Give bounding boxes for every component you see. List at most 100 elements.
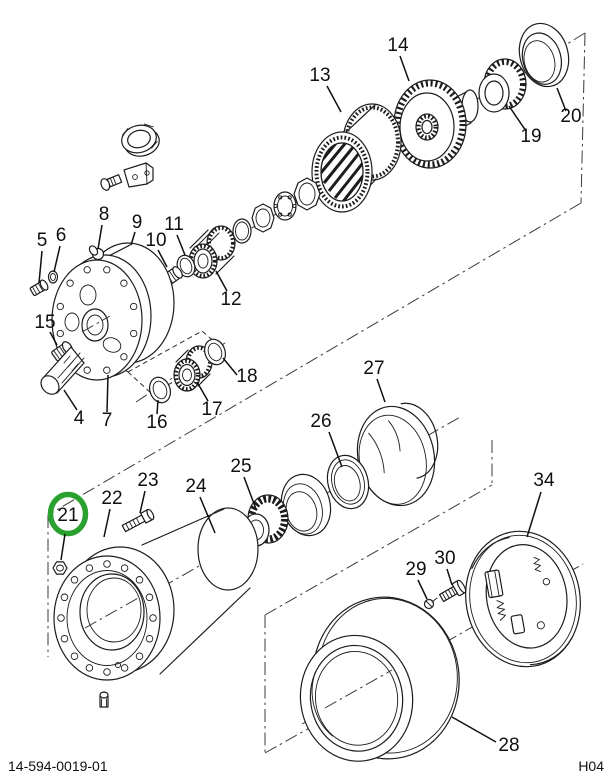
callout-number[interactable]: 10 [145,230,166,251]
callout-6[interactable]: 6 [53,225,67,273]
part-4-shaft [40,346,85,395]
callout-number[interactable]: 12 [220,289,241,310]
callout-14[interactable]: 14 [387,35,410,82]
leader-line [196,381,209,402]
callout-27[interactable]: 27 [363,358,386,403]
leader-line [53,245,61,273]
callout-28[interactable]: 28 [451,716,520,756]
callout-number[interactable]: 34 [533,470,555,491]
leader-line [222,357,238,376]
callout-26[interactable]: 26 [310,411,343,468]
callout-23[interactable]: 23 [137,470,159,514]
callout-number[interactable]: 13 [309,65,330,86]
callout-number[interactable]: 20 [560,106,581,127]
callout-number[interactable]: 5 [37,230,48,251]
callout-number[interactable]: 15 [34,312,55,333]
leader-line [199,496,216,534]
callout-13[interactable]: 13 [309,65,342,113]
callout-number[interactable]: 22 [101,488,122,509]
leader-line [157,249,168,268]
axis-stub-hub [84,596,141,629]
callout-number[interactable]: 18 [236,366,257,387]
callout-number[interactable]: 9 [132,212,143,233]
callout-number[interactable]: 8 [99,204,110,225]
part-30-bolt [439,579,467,603]
callout-34[interactable]: 34 [526,470,555,538]
callout-number[interactable]: 30 [434,548,455,569]
callout-number[interactable]: 11 [164,214,184,235]
part-13-ring-gear [311,103,402,213]
part-14-gear [393,79,479,169]
part-19-gear [478,58,527,113]
callout-number[interactable]: 28 [498,735,519,756]
callout-25[interactable]: 25 [230,456,257,510]
part-5-plug [29,279,49,297]
part-34-brake-assembly [465,530,581,668]
leader-line [526,491,542,538]
callout-7[interactable]: 7 [102,374,113,431]
callout-18[interactable]: 18 [222,357,258,387]
callout-12[interactable]: 12 [215,270,242,310]
leader-line [328,431,343,468]
plane-right-edge [580,32,586,204]
callout-number[interactable]: 24 [185,476,207,497]
leader-line [508,105,527,132]
leader-line [326,85,342,113]
locknut-washer-set [232,177,321,244]
callout-number[interactable]: 29 [405,559,426,580]
callout-number[interactable]: 19 [520,126,541,147]
callout-15[interactable]: 15 [34,312,58,346]
callout-number[interactable]: 23 [137,470,158,491]
callout-9[interactable]: 9 [130,212,143,246]
part-23-stud [121,508,155,533]
callout-16[interactable]: 16 [146,399,168,433]
callout-number[interactable]: 25 [230,456,251,477]
callout-number[interactable]: 4 [74,408,85,429]
plane-diagonal [47,202,582,516]
leader-line [156,399,159,415]
callout-17[interactable]: 17 [196,381,223,420]
callout-24[interactable]: 24 [185,476,216,534]
callout-20[interactable]: 20 [556,87,582,127]
leader-line [49,331,58,346]
hub-stud [99,691,109,708]
leader-line [556,87,567,112]
part-6-washer [47,270,59,284]
callout-19[interactable]: 19 [508,105,542,147]
leader-line [97,224,103,250]
callout-4[interactable]: 4 [63,389,85,429]
leader-line [417,579,428,600]
callout-5[interactable]: 5 [37,230,48,284]
callout-number[interactable]: 16 [146,412,167,433]
leader-line [139,490,146,514]
axis-stub-carrier [81,315,111,333]
spindle-nut [121,123,160,157]
bracket-bolt [100,174,123,191]
callout-number[interactable]: 17 [201,399,222,420]
callouts: 4 5 6 7 8 9 10 11 12 13 14 15 16 17 18 1… [34,35,581,756]
part-21-nut [52,561,68,575]
drum-brake-assembly [299,530,581,762]
part-12-planet-gear [188,225,236,279]
part-16-washer [149,376,171,404]
callout-number[interactable]: 7 [102,410,113,431]
leader-line [176,234,186,256]
callout-number[interactable]: 26 [310,411,331,432]
callout-number[interactable]: 21 [57,505,78,526]
callout-21[interactable]: 21 [57,505,79,561]
part-20-ring [518,22,570,88]
callout-number[interactable]: 14 [387,35,409,56]
callout-number[interactable]: 27 [363,358,384,379]
callout-22[interactable]: 22 [101,488,123,538]
callout-8[interactable]: 8 [97,204,110,250]
callout-29[interactable]: 29 [405,559,428,600]
lock-bracket [100,162,154,191]
part-22-hub [53,507,259,681]
callout-30[interactable]: 30 [434,548,456,586]
callout-11[interactable]: 11 [164,214,186,256]
callout-10[interactable]: 10 [145,230,168,268]
axis-stub-drum [324,669,393,709]
callout-number[interactable]: 6 [56,225,67,246]
